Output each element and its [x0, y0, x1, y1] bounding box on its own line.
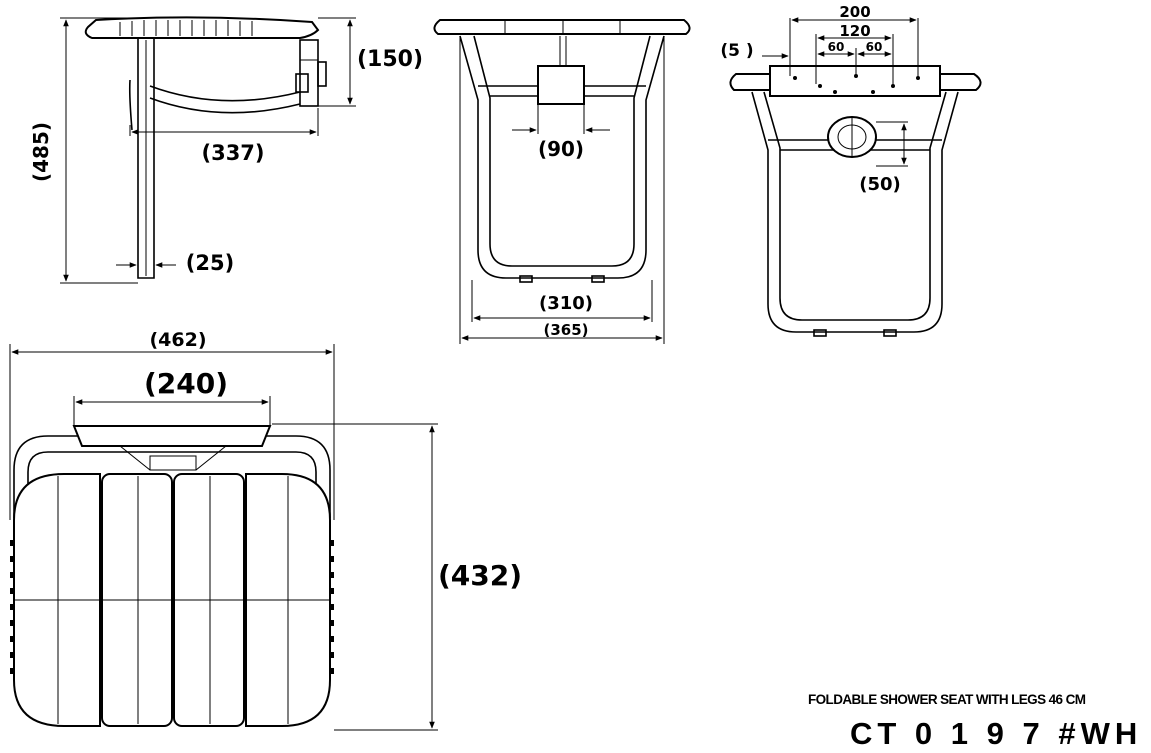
front-view: (90) (310) (365)	[433, 19, 691, 344]
dim-top-plate: (240)	[144, 367, 228, 400]
side-view: (485) (150) (337) (25)	[29, 16, 423, 284]
back-view: 200 120 60 60 (5 ) (50)	[720, 3, 982, 337]
dim-side-depth: (337)	[201, 141, 264, 165]
dim-top-width: (462)	[149, 329, 206, 351]
model-code: CT 0 1 9 7 #WH	[850, 716, 1143, 751]
dim-front-bracket: (90)	[538, 137, 584, 161]
dim-side-leg: (25)	[186, 251, 234, 275]
top-view: (462) (240) (432)	[9, 329, 522, 731]
dim-side-height: (485)	[29, 122, 53, 182]
dim-front-inner: (310)	[539, 293, 593, 314]
product-title: FOLDABLE SHOWER SEAT WITH LEGS 46 CM	[808, 692, 1086, 707]
dim-back-pitch-right: 60	[866, 40, 883, 54]
dim-top-depth: (432)	[438, 559, 522, 592]
dim-side-bracket: (150)	[357, 47, 423, 72]
dim-back-holes: 120	[839, 22, 870, 40]
dim-back-total: 200	[839, 3, 870, 21]
dim-front-outer: (365)	[543, 321, 588, 339]
dim-back-hub: (50)	[859, 174, 901, 195]
dim-back-pitch-left: 60	[828, 40, 845, 54]
dim-back-offset: (5 )	[720, 41, 753, 61]
